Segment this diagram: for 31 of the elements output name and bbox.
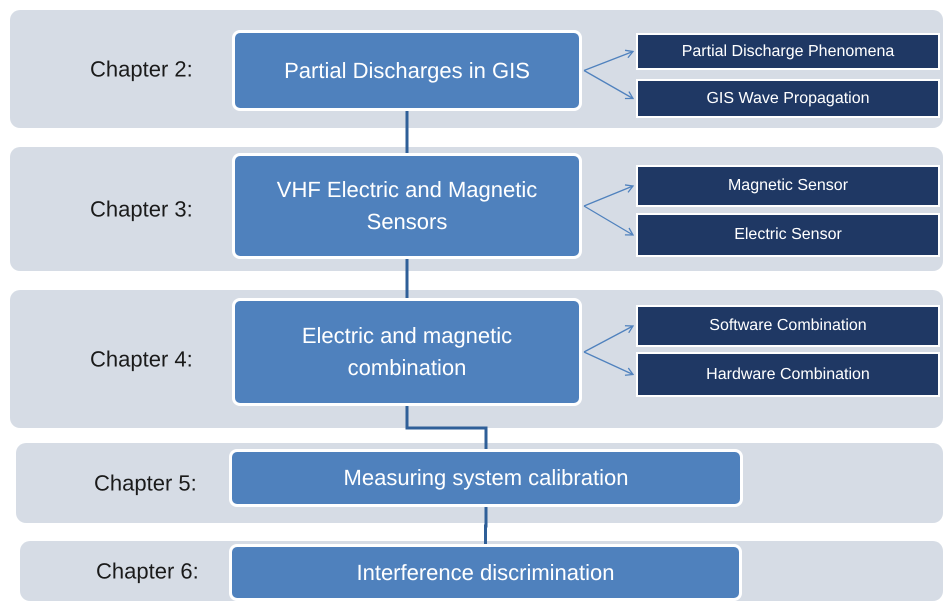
arrow <box>584 50 634 72</box>
arrow <box>584 351 634 376</box>
arrow <box>584 184 634 207</box>
chapter-box: Measuring system calibration <box>229 449 743 507</box>
chapter-label: Chapter 4: <box>90 346 193 374</box>
chapter-band <box>10 147 943 271</box>
chapter-box: VHF Electric and Magnetic Sensors <box>232 153 582 259</box>
chapter-band <box>16 443 943 523</box>
chapter-label: Chapter 6: <box>96 558 199 586</box>
chapter-label: Chapter 2: <box>90 56 193 84</box>
topic-box: Software Combination <box>636 305 940 347</box>
topic-box: Magnetic Sensor <box>636 165 940 207</box>
topic-box: GIS Wave Propagation <box>636 79 940 118</box>
connector-line <box>406 111 408 153</box>
connector-line <box>406 259 408 298</box>
connector-line <box>484 507 488 544</box>
topic-box: Hardware Combination <box>636 352 940 397</box>
topic-box: Electric Sensor <box>636 213 940 257</box>
chapter-label: Chapter 5: <box>94 470 197 498</box>
chapter-box: Partial Discharges in GIS <box>232 30 582 111</box>
topic-box: Partial Discharge Phenomena <box>636 33 940 70</box>
connector-line <box>406 406 488 449</box>
chapter-band <box>10 10 943 128</box>
chapter-band <box>20 541 943 601</box>
chapter-box: Electric and magnetic combination <box>232 298 582 406</box>
arrow <box>584 205 634 236</box>
arrow <box>584 325 634 353</box>
chapter-box: Interference discrimination <box>229 544 742 601</box>
chapter-band <box>10 290 943 428</box>
chapter-label: Chapter 3: <box>90 196 193 224</box>
arrow <box>584 70 634 100</box>
